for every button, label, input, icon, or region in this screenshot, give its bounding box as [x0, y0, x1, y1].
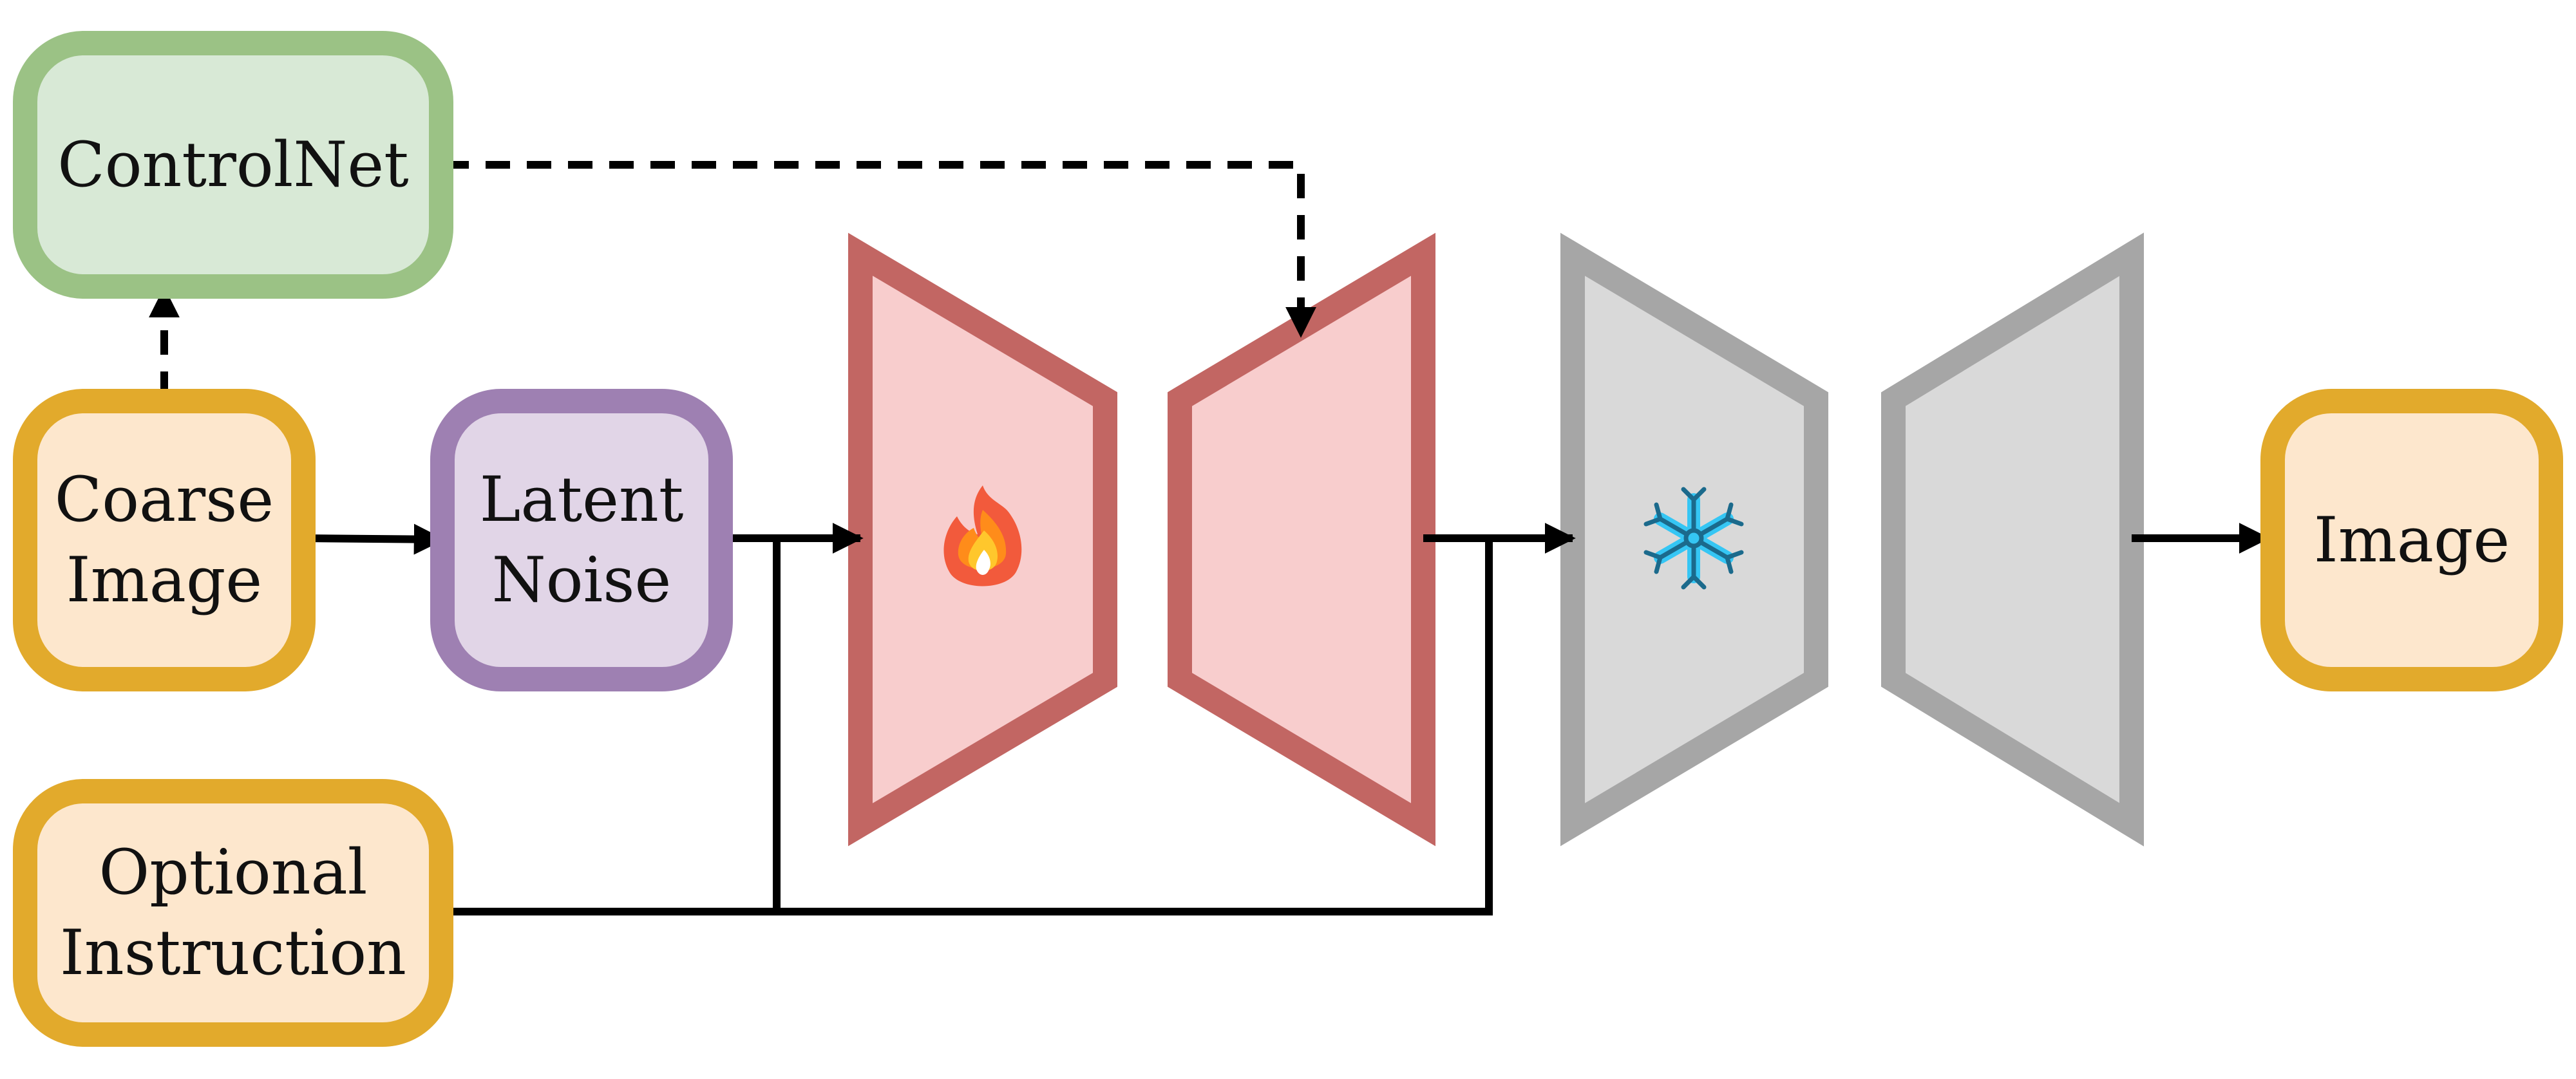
latent-noise-label-line2: Noise: [491, 544, 672, 616]
latent-noise-node: Latent Noise: [430, 389, 733, 691]
optional-instruction-label-line1: Optional: [99, 836, 368, 909]
latent-noise-label-line1: Latent: [479, 464, 684, 536]
frozen-decoder-block: [1881, 232, 2144, 847]
coarse-image-label-line2: Image: [66, 544, 263, 616]
arrow-controlnet-to-decoder: [444, 161, 1316, 338]
controlnet-node: ControlNet: [13, 31, 453, 299]
snowflake-icon: [1643, 487, 1744, 590]
controlnet-label: ControlNet: [57, 128, 409, 201]
coarse-image-label-line1: Coarse: [54, 464, 274, 536]
optional-instruction-label-line2: Instruction: [60, 917, 406, 989]
fire-icon: [943, 485, 1022, 586]
trainable-decoder-block: [1168, 232, 1435, 847]
optional-instruction-node: Optional Instruction: [13, 779, 453, 1047]
output-image-node: Image: [2260, 389, 2563, 691]
coarse-image-node: Coarse Image: [13, 389, 316, 691]
arrow-coarse-to-latent: [302, 523, 445, 555]
line-instruction-conditioning: [444, 538, 1493, 915]
output-image-label: Image: [2313, 503, 2510, 576]
